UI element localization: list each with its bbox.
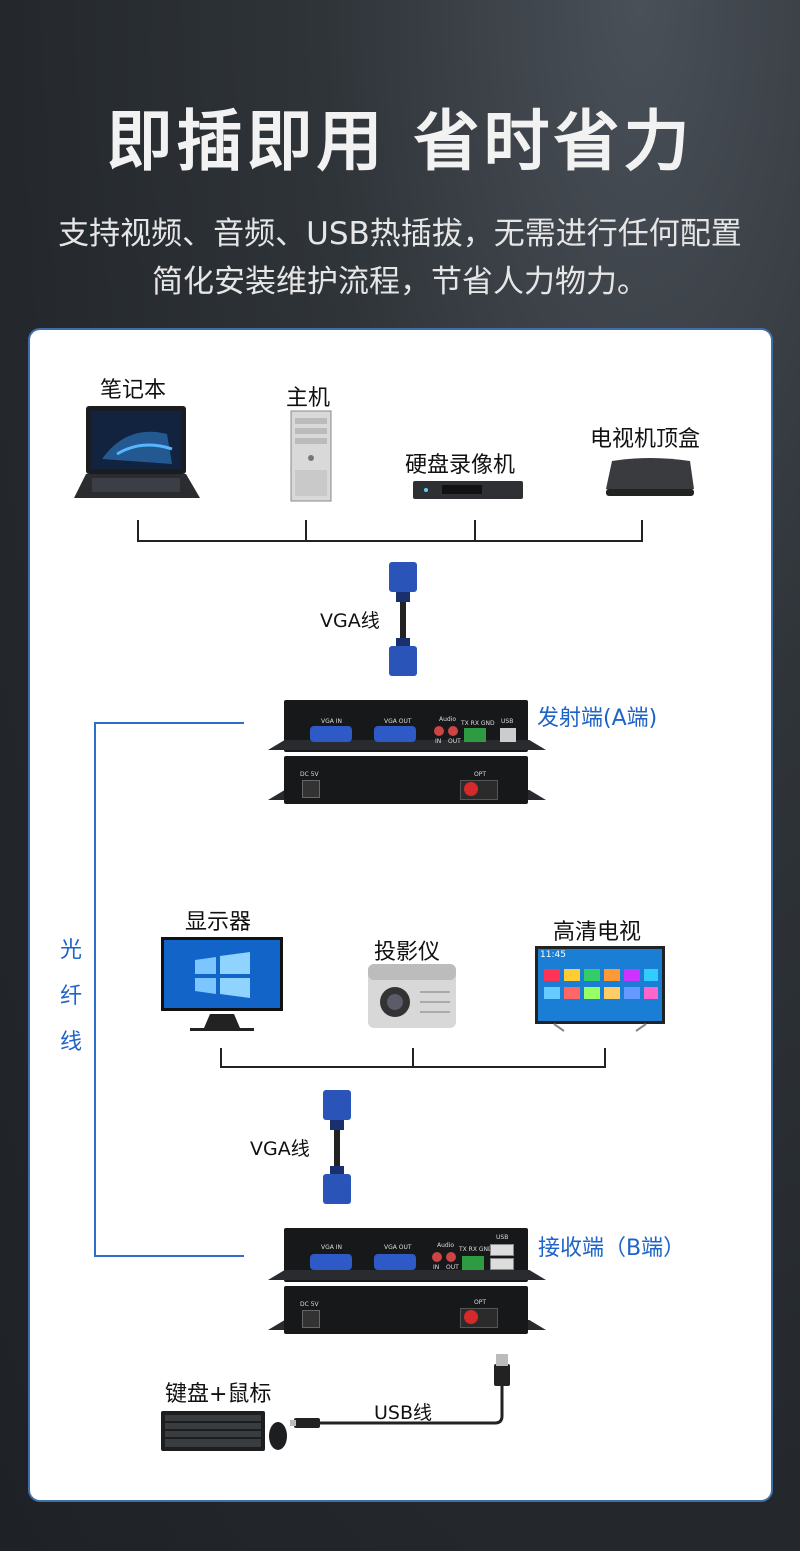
label-in: IN [433, 1264, 440, 1271]
receiver-label: 接收端（B端） [538, 1236, 686, 1261]
usb-b-port [500, 728, 516, 742]
hdtv-icon [535, 946, 665, 1032]
dc-jack [302, 1310, 320, 1328]
vga-cable-icon [323, 1090, 351, 1204]
laptop-icon [74, 406, 200, 498]
label-dvr: 硬盘录像机 [405, 453, 516, 478]
vga-out-port [374, 726, 416, 742]
fiber-line-top [94, 722, 244, 724]
connector-tick [641, 520, 643, 542]
connector-tick [305, 520, 307, 542]
page-title: 即插即用 省时省力 [106, 103, 694, 180]
label-monitor: 显示器 [185, 910, 252, 935]
set-top-box-icon [606, 458, 694, 496]
label-host: 主机 [286, 386, 331, 411]
port-label-audio: Audio [437, 1242, 455, 1249]
port-label-audio: Audio [439, 716, 457, 723]
port-label-opt: OPT [474, 771, 487, 778]
audio-out-jack [446, 1252, 456, 1262]
label-keyboard-mouse: 键盘+鼠标 [165, 1382, 272, 1407]
label-out: OUT [446, 1264, 459, 1271]
port-label-vga-out: VGA OUT [384, 1244, 412, 1251]
usb-cable-icon [290, 1354, 510, 1428]
connector-tick [412, 1048, 414, 1068]
usb-a-port-1 [490, 1244, 514, 1256]
source-bus-line [137, 540, 643, 542]
label-laptop: 笔记本 [100, 378, 167, 403]
port-label-vga-out: VGA OUT [384, 718, 412, 725]
serial-terminal [464, 728, 486, 742]
subtitle-line-1: 支持视频、音频、USB热插拔，无需进行任何配置 [58, 216, 742, 252]
connector-tick [220, 1048, 222, 1068]
dvr-icon [413, 481, 523, 499]
serial-terminal [462, 1256, 484, 1270]
vga-in-port [310, 726, 352, 742]
audio-in-jack [434, 726, 444, 736]
label-out: OUT [448, 738, 461, 745]
port-label-opt: OPT [474, 1299, 487, 1306]
connector-tick [474, 520, 476, 542]
fiber-label-char-1: 光 [60, 938, 83, 963]
optical-cap [464, 1310, 478, 1324]
audio-in-jack [432, 1252, 442, 1262]
audio-out-jack [448, 726, 458, 736]
tv-clock: 11:45 [540, 950, 566, 960]
label-stb: 电视机顶盒 [590, 427, 701, 452]
label-projector: 投影仪 [374, 940, 441, 965]
port-label-serial: TX RX GND [461, 720, 495, 727]
usb-a-port-2 [490, 1258, 514, 1270]
optical-cap [464, 782, 478, 796]
connector-tick [604, 1048, 606, 1068]
port-label-vga-in: VGA IN [321, 718, 343, 725]
desktop-tower-icon [290, 410, 332, 502]
fiber-label-char-2: 纤 [60, 984, 83, 1009]
vga-in-port [310, 1254, 352, 1270]
vga-out-port [374, 1254, 416, 1270]
subtitle-line-2: 简化安装维护流程，节省人力物力。 [152, 264, 648, 300]
label-hdtv: 高清电视 [553, 920, 642, 945]
cable-label-top: VGA线 [320, 610, 380, 632]
fiber-line-bottom [94, 1255, 244, 1257]
connector-tick [137, 520, 139, 542]
label-in: IN [435, 738, 442, 745]
port-label-serial: TX RX GND [459, 1246, 493, 1253]
transmitter-label: 发射端(A端) [537, 706, 658, 731]
transmitter-device: VGA IN VGA OUT Audio IN OUT TX RX GND US… [268, 694, 546, 812]
cable-label-bottom: VGA线 [250, 1138, 310, 1160]
keyboard-icon [161, 1411, 287, 1451]
port-label-dc: DC 5V [300, 771, 319, 778]
projector-icon [368, 964, 456, 1028]
receiver-device: VGA IN VGA OUT Audio IN OUT TX RX GND US… [268, 1224, 546, 1342]
vga-cable-icon [389, 562, 417, 676]
port-label-dc: DC 5V [300, 1301, 319, 1308]
fiber-label-char-3: 线 [60, 1030, 83, 1055]
dc-jack [302, 780, 320, 798]
monitor-icon [161, 937, 283, 1031]
port-label-vga-in: VGA IN [321, 1244, 343, 1251]
port-label-usb: USB [501, 718, 514, 725]
usb-cable-label: USB线 [374, 1402, 433, 1424]
fiber-line-vertical [94, 722, 96, 1256]
port-label-usb: USB [496, 1234, 509, 1241]
